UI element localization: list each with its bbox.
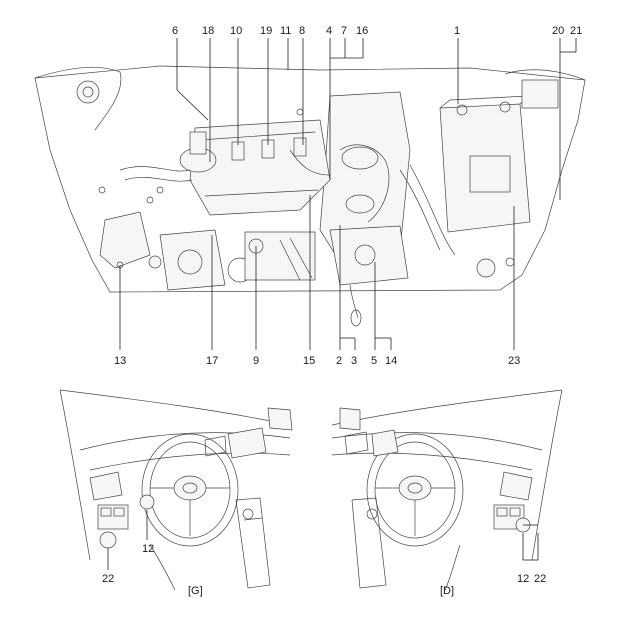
caption-right-hand-drive: [D] — [440, 585, 454, 597]
callout-17: 17 — [206, 355, 218, 367]
callout-1: 1 — [454, 25, 460, 37]
callout-18: 18 — [202, 25, 214, 37]
callout-7: 7 — [341, 25, 347, 37]
callout-right-12: 12 — [517, 573, 529, 585]
callout-2: 2 — [336, 355, 342, 367]
callout-9: 9 — [253, 355, 259, 367]
callout-13: 13 — [114, 355, 126, 367]
callout-4: 4 — [326, 25, 332, 37]
top-callout-labels: 6 18 10 19 11 8 4 7 16 1 20 21 — [172, 25, 582, 37]
dashboard-right-drawing — [331, 389, 563, 591]
callout-15: 15 — [303, 355, 315, 367]
callout-8: 8 — [299, 25, 305, 37]
caption-left-hand-drive: [G] — [188, 585, 203, 597]
dashboard-left-drawing — [59, 389, 293, 591]
callout-20: 20 — [552, 25, 564, 37]
top-leader-lines — [176, 38, 577, 200]
engine-compartment-drawing — [34, 65, 586, 327]
bottom-leader-lines — [119, 195, 515, 350]
callout-left-12: 12 — [142, 543, 154, 555]
callout-11: 11 — [280, 25, 291, 37]
callout-16: 16 — [356, 25, 368, 37]
callout-23: 23 — [508, 355, 520, 367]
callout-14: 14 — [385, 355, 397, 367]
callout-6: 6 — [172, 25, 178, 37]
callout-5: 5 — [371, 355, 377, 367]
callout-21: 21 — [570, 25, 582, 37]
bottom-callout-labels: 13 17 9 15 2 3 5 14 23 — [114, 355, 520, 367]
callout-3: 3 — [351, 355, 357, 367]
callout-19: 19 — [260, 25, 272, 37]
callout-10: 10 — [230, 25, 242, 37]
callout-right-22: 22 — [534, 573, 546, 585]
callout-left-22: 22 — [102, 573, 114, 585]
